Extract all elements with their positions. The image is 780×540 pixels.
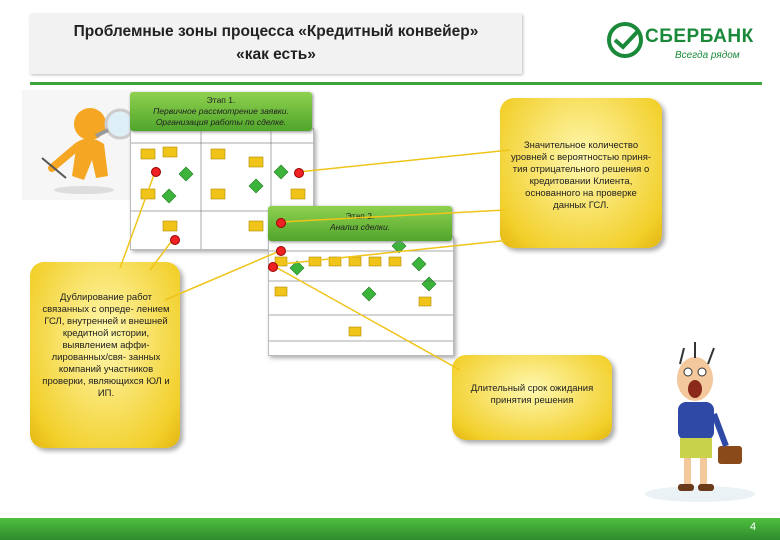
title-divider: [30, 82, 762, 85]
page-number: 4: [750, 521, 757, 533]
stage1-line2: Первичное рассмотрение заявки.: [153, 106, 289, 116]
problem-marker-3: [170, 235, 180, 245]
title-box: [30, 14, 522, 74]
logo-name: СБЕРБАНК: [645, 26, 754, 47]
stage1-line1: Этап 1.: [206, 95, 236, 105]
problem-marker-6: [276, 218, 286, 228]
stage1-line3: Организация работы по сделке.: [155, 117, 287, 127]
page-title-line1: Проблемные зоны процесса «Кредитный конв…: [73, 23, 479, 40]
callout-waiting-text: Длительный срок ожидания принятия решени…: [470, 383, 594, 406]
stage2-label: Этап 2. Анализ сделки.: [268, 206, 452, 241]
callout-waiting: Длительный срок ожидания принятия решени…: [452, 355, 612, 440]
problem-marker-2: [294, 168, 304, 178]
stage2-line2: Анализ сделки.: [329, 222, 391, 232]
waiting-man-figure-icon: [645, 342, 755, 502]
page-title: Проблемные зоны процесса «Кредитный конв…: [30, 20, 522, 66]
callout-duplication: Дублирование работ связанных с опреде- л…: [30, 262, 180, 448]
magnifier-figure-icon: [22, 90, 132, 200]
sberbank-logo-icon: [607, 22, 643, 58]
stage1-flowchart: [130, 128, 314, 250]
stage1-label: Этап 1. Первичное рассмотрение заявки. О…: [130, 92, 312, 131]
problem-marker-5: [268, 262, 278, 272]
callout-risk-text: Значительное количество уровней с вероят…: [510, 140, 652, 211]
footer-bar: [0, 518, 780, 540]
logo-slogan: Всегда рядом: [675, 50, 740, 61]
callout-duplication-text: Дублирование работ связанных с опреде- л…: [42, 292, 170, 399]
page-title-line2: «как есть»: [236, 46, 316, 63]
problem-marker-1: [151, 167, 161, 177]
stage2-line1: Этап 2.: [345, 211, 375, 221]
problem-marker-4: [276, 246, 286, 256]
callout-risk: Значительное количество уровней с вероят…: [500, 98, 662, 248]
